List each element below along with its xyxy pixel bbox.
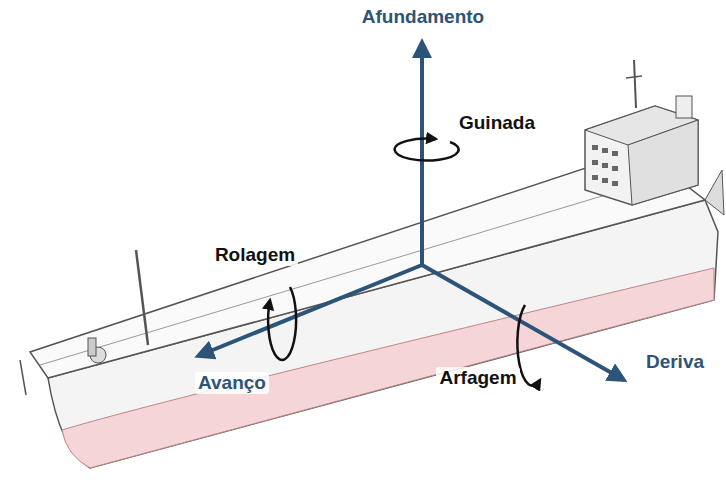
rotation-label: Rolagem: [212, 244, 298, 266]
axis-label: Deriva: [643, 351, 707, 373]
rotation-label: Guinada: [456, 112, 538, 134]
axis-label: Avanço: [195, 372, 269, 394]
rotation-label: Arfagem: [436, 367, 519, 389]
axis-label: Afundamento: [359, 6, 487, 28]
